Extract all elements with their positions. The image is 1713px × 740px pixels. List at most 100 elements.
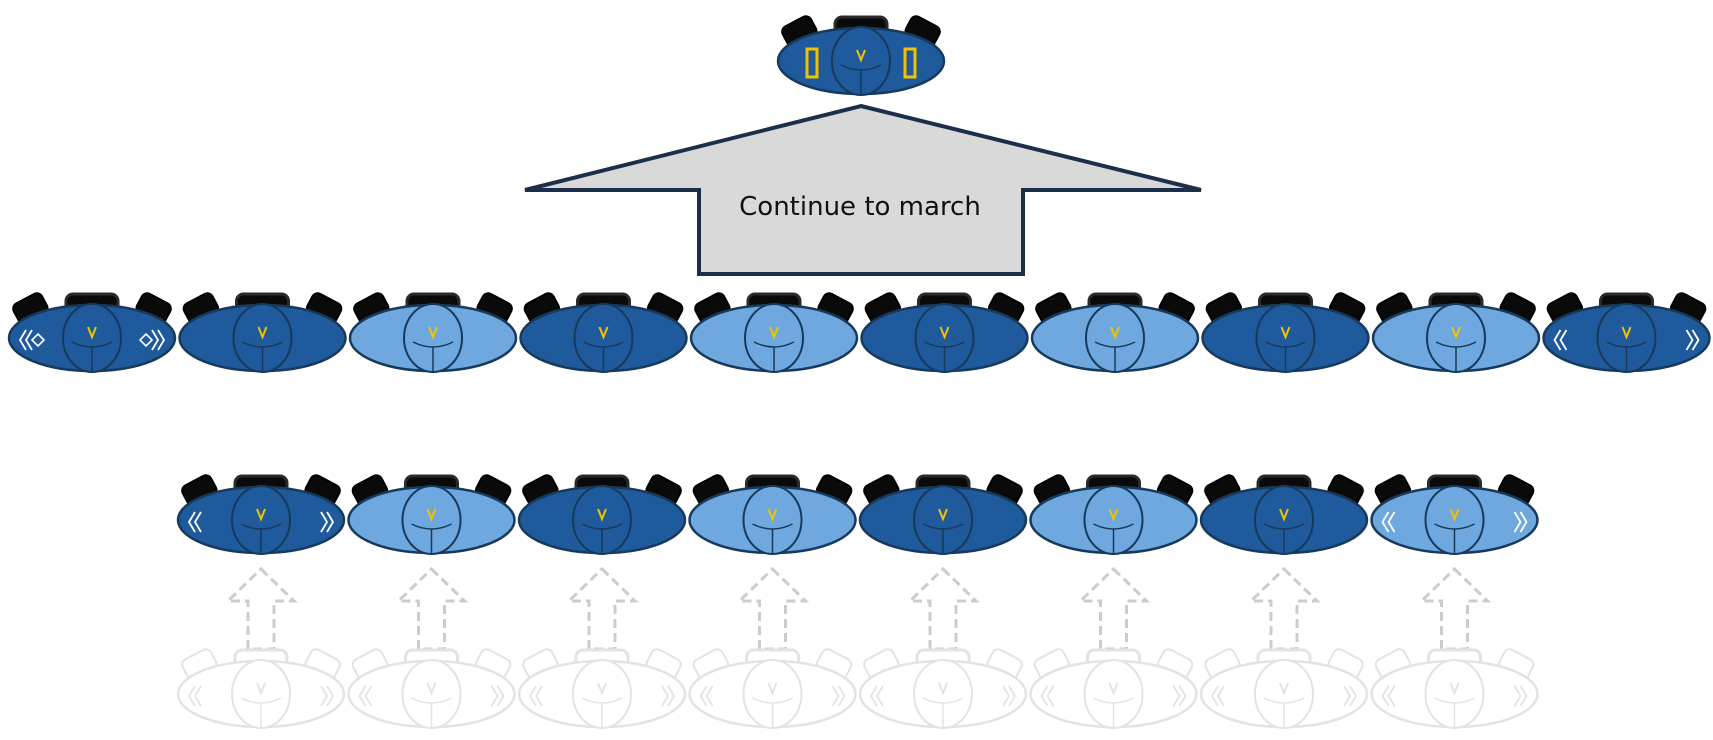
advance-arrow-icon [906,566,980,651]
advance-arrow-icon [1417,566,1492,651]
torso-seam [752,697,793,728]
advance-arrow-icon [565,566,639,651]
front-rank-figure [178,292,347,373]
torso-seam [1093,523,1134,554]
advance-arrow-icon [1076,566,1151,651]
torso-seam [1094,341,1136,372]
insignia-icon [1110,326,1120,340]
right-chevron-icon [661,685,676,707]
advance-arrow-icon [1247,566,1321,651]
torso-seam [1434,523,1475,554]
insignia-icon [428,326,438,340]
left-chevron-icon [358,685,373,707]
torso-seam [1434,697,1475,728]
ghost-figure [517,648,687,729]
right-chevron-icon [320,685,335,707]
front-rank-figure [689,292,859,373]
torso-seam [240,697,282,728]
insignia-icon [256,508,266,522]
torso-seam [922,523,964,554]
insignia-icon [1280,326,1291,340]
torso-seam [1093,697,1134,728]
insignia-icon [769,326,779,340]
torso-seam [924,341,965,372]
right-chevron-icon [151,329,166,351]
insignia-icon [597,682,607,696]
torso-seam [752,523,793,554]
rear-rank-figure [517,474,687,555]
front-rank-figure [1371,292,1541,373]
left-chevron-icon [1381,511,1396,533]
left-chevron-icon [869,685,884,707]
left-chevron-icon [699,685,714,707]
front-rank-figure [519,292,688,373]
insignia-icon [1108,682,1119,696]
right-sash-icon [903,47,917,79]
march-arrow-label: Continue to march [739,192,981,222]
advance-arrow-icon [735,566,810,651]
front-rank-figure [348,292,518,373]
left-chevron-icon [1040,685,1055,707]
ghost-figure [347,648,516,729]
torso-seam [240,523,282,554]
rear-rank-figure [1370,474,1539,555]
insignia-icon [598,326,609,340]
torso-seam [1263,697,1305,728]
ghost-figure [858,648,1028,729]
left-chevron-icon [528,685,543,707]
insignia-icon [938,682,948,696]
left-chevron-icon [187,511,202,533]
front-rank-figure [1201,292,1370,373]
ghost-figure [176,648,346,729]
torso-seam [583,341,624,372]
insignia-icon [1279,508,1289,522]
front-rank-figure [1030,292,1200,373]
right-chevron-icon [1513,685,1528,707]
torso-seam [71,341,113,372]
torso-seam [412,341,454,372]
torso-seam [242,341,283,372]
front-rank-figure [1542,292,1711,373]
insignia-icon [256,682,266,696]
rear-rank-figure [1199,474,1369,555]
left-chevron-icon [18,329,33,351]
right-chevron-icon [1002,685,1017,707]
left-sash-icon [805,47,819,79]
left-chevron-icon [1210,685,1225,707]
torso-seam [411,697,452,728]
right-chevron-icon [1343,685,1358,707]
insignia-icon [856,49,866,63]
front-rank-figure [7,292,177,373]
insignia-icon [1108,508,1119,522]
insignia-icon [426,682,437,696]
left-chevron-icon [1553,329,1568,351]
left-chevron-icon [187,685,202,707]
torso-seam [922,697,964,728]
rear-rank-figure [176,474,346,555]
insignia-icon [597,508,607,522]
torso-seam [1265,341,1306,372]
right-chevron-icon [1685,329,1700,351]
rear-rank-figure [858,474,1028,555]
left-chevron-icon [1381,685,1396,707]
rear-rank-figure [688,474,857,555]
ghost-figure [688,648,857,729]
right-diamond-icon [138,332,154,348]
torso-seam [411,523,452,554]
torso-seam [840,64,882,95]
insignia-icon [938,508,948,522]
right-chevron-icon [490,685,505,707]
march-arrow [524,103,1202,276]
leader-figure [776,15,946,96]
ghost-figure [1199,648,1369,729]
right-chevron-icon [831,685,846,707]
right-chevron-icon [1172,685,1187,707]
insignia-icon [1279,682,1289,696]
right-chevron-icon [320,511,335,533]
rear-rank-figure [1029,474,1198,555]
insignia-icon [1451,326,1461,340]
ghost-figure [1370,648,1539,729]
insignia-icon [87,326,97,340]
